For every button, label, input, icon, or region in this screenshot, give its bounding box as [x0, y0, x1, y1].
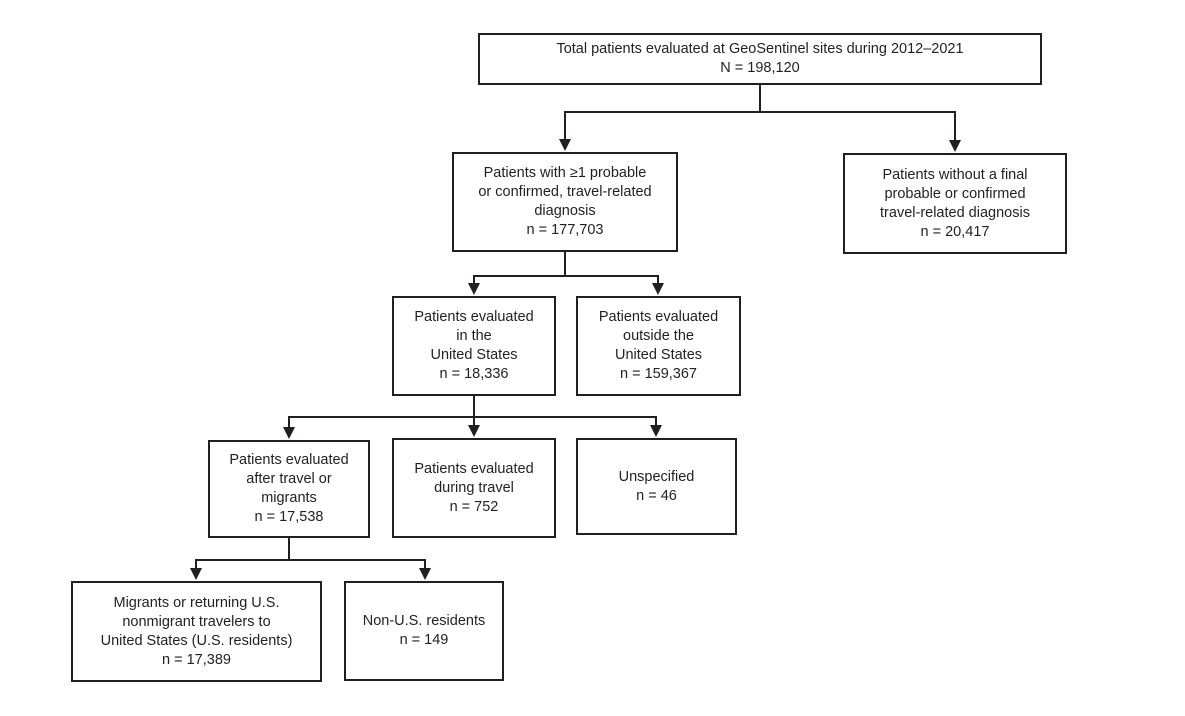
arrow-down-icon: [468, 283, 480, 295]
node-evaluated-outside-us: Patients evaluated outside the United St…: [576, 296, 741, 396]
arrow-down-icon: [559, 139, 571, 151]
arrow-down-icon: [419, 568, 431, 580]
node-evaluated-after-travel-or-migrants: Patients evaluated after travel or migra…: [208, 440, 370, 538]
arrow-down-icon: [283, 427, 295, 439]
node-total-patients: Total patients evaluated at GeoSentinel …: [478, 33, 1042, 85]
node-unspecified: Unspecified n = 46: [576, 438, 737, 535]
node-evaluated-during-travel: Patients evaluated during travel n = 752: [392, 438, 556, 538]
arrow-down-icon: [949, 140, 961, 152]
node-no-final-diagnosis: Patients without a final probable or con…: [843, 153, 1067, 254]
arrow-down-icon: [650, 425, 662, 437]
arrow-down-icon: [468, 425, 480, 437]
node-evaluated-in-us: Patients evaluated in the United States …: [392, 296, 556, 396]
arrow-down-icon: [190, 568, 202, 580]
node-non-us-residents: Non-U.S. residents n = 149: [344, 581, 504, 681]
node-travel-related-diagnosis: Patients with ≥1 probable or confirmed, …: [452, 152, 678, 252]
arrow-down-icon: [652, 283, 664, 295]
node-migrants-or-returning-us-travelers: Migrants or returning U.S. nonmigrant tr…: [71, 581, 322, 682]
